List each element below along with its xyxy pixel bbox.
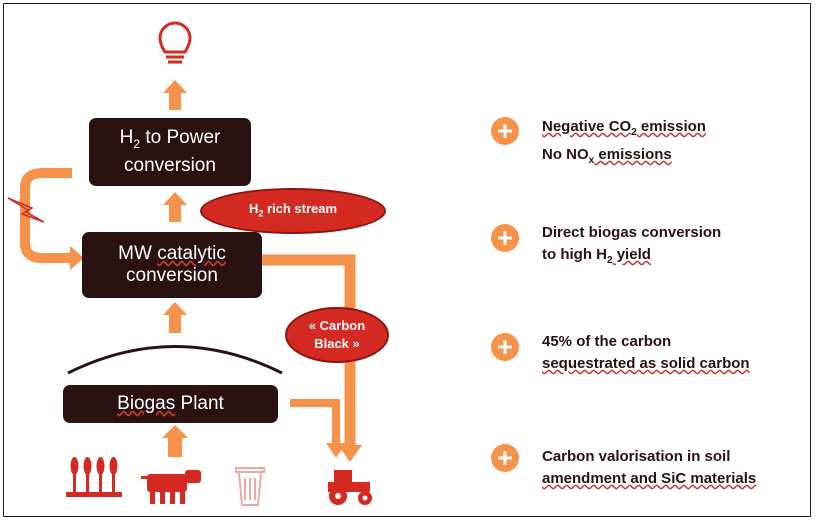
plus-icon [491, 444, 519, 472]
benefit-1: Negative CO2 emission No NOx emissions [542, 118, 706, 166]
arrow-up-inputs-to-biogas [162, 425, 188, 457]
arrow-up-to-bulb [163, 80, 187, 110]
arrow-up-mw-to-power [163, 192, 187, 222]
figure-frame [3, 3, 811, 517]
cow-icon [141, 470, 201, 504]
carbon-stream-arrow [262, 254, 356, 448]
benefit-4: Carbon valorisation in soil amendment an… [542, 448, 757, 487]
h2-rich-stream-label: H2 rich stream [200, 188, 386, 234]
benefit-2: Direct biogas conversion to high H2 yiel… [542, 224, 722, 266]
trash-bin-icon [235, 467, 265, 506]
lightning-icon [7, 197, 45, 223]
plus-icon [491, 333, 519, 361]
wheat-icon [66, 457, 122, 497]
mw-catalytic-box: MW catalytic conversion [82, 232, 262, 298]
benefit-3: 45% of the carbon sequestrated as solid … [542, 333, 750, 372]
lightbulb-icon [158, 21, 192, 64]
dome-arc [67, 345, 283, 375]
plus-icon [491, 224, 519, 252]
h2-to-power-box: H2 to Power conversion [89, 118, 251, 186]
plus-icon [491, 117, 519, 145]
digestate-arrow [290, 399, 340, 446]
arrow-up-biogas-to-mw [163, 302, 187, 333]
carbon-black-label: « Carbon Black » [285, 307, 389, 363]
biogas-plant-box: Biogas Plant [63, 385, 278, 423]
